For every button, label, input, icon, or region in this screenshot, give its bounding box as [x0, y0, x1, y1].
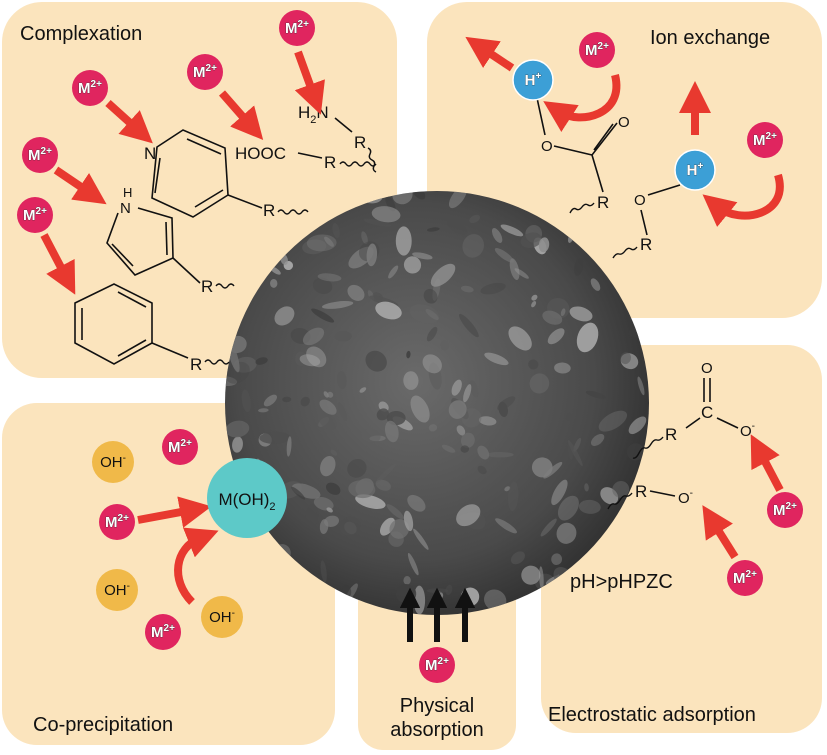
- adsorbent-sem-particle: [225, 191, 649, 615]
- svg-text:M2+: M2+: [773, 501, 797, 519]
- svg-text:O-: O-: [740, 421, 755, 440]
- metal-ion: M2+: [72, 70, 108, 106]
- ion-exchange-title: Ion exchange: [650, 27, 770, 49]
- svg-text:M2+: M2+: [193, 63, 217, 81]
- physical-title-line1: Physical: [400, 695, 474, 717]
- svg-text:M2+: M2+: [151, 623, 175, 641]
- svg-text:O: O: [618, 114, 630, 131]
- arrow-metal-exchange-1: [543, 74, 621, 132]
- svg-text:O: O: [634, 192, 646, 209]
- metal-ion: M2+: [747, 122, 783, 158]
- svg-text:M2+: M2+: [425, 656, 449, 674]
- svg-text:M2+: M2+: [28, 146, 52, 164]
- metal-ion: M2+: [162, 429, 198, 465]
- arrow-to-carboxyl: [218, 90, 264, 141]
- svg-text:H+: H+: [687, 161, 704, 179]
- arrow-to-amine: [294, 50, 325, 115]
- arrow-oh-to-hydroxide: [174, 527, 219, 605]
- metal-ion: M2+: [145, 614, 181, 650]
- svg-text:OH-: OH-: [209, 608, 235, 626]
- arrow-metal-exchange-2: [702, 173, 784, 227]
- arrow-to-benzene: [40, 233, 76, 295]
- arrow-to-oxide: [702, 505, 739, 560]
- svg-text:M2+: M2+: [23, 206, 47, 224]
- electrostatic-molecules: O C R O- R O-: [607, 360, 755, 510]
- metal-ion: M2+: [767, 492, 803, 528]
- svg-text:R: R: [190, 355, 202, 374]
- svg-text:R: R: [354, 133, 366, 152]
- reaction-arrows: [40, 36, 784, 642]
- svg-text:R: R: [201, 277, 213, 296]
- metal-ion: M2+: [99, 504, 135, 540]
- metal-ion: M2+: [579, 32, 615, 68]
- arrow-to-pyridine: [105, 100, 153, 144]
- svg-text:C: C: [701, 403, 713, 422]
- complexation-title: Complexation: [20, 23, 142, 45]
- ph-condition: pH>pHPZC: [570, 571, 673, 593]
- hydroxide-ion: OH-: [96, 569, 138, 611]
- svg-text:M(OH)2: M(OH)2: [218, 490, 275, 513]
- ions: M2+ M2+ M2+ M2+ M2+ M2+ M2+ M2+ M2+ M2+ M2+ M2+ M2+ H…: [17, 10, 803, 683]
- coprecipitation-title: Co-precipitation: [33, 714, 173, 736]
- svg-text:OH-: OH-: [104, 581, 130, 599]
- metal-ion: M2+: [187, 54, 223, 90]
- svg-text:O: O: [541, 138, 553, 155]
- physical-title-line2: absorption: [390, 719, 483, 741]
- arrow-to-pyrrole: [53, 166, 107, 205]
- svg-text:H+: H+: [525, 71, 542, 89]
- proton-ion: H+: [674, 149, 716, 191]
- metal-ion: M2+: [727, 560, 763, 596]
- metal-ion: M2+: [419, 647, 455, 683]
- svg-text:HOOC: HOOC: [235, 144, 286, 163]
- svg-text:M2+: M2+: [105, 513, 129, 531]
- svg-text:R: R: [640, 235, 652, 254]
- electrostatic-title: Electrostatic adsorption: [548, 704, 756, 726]
- svg-text:M2+: M2+: [285, 19, 309, 37]
- hydroxide-ion: OH-: [92, 441, 134, 483]
- metal-hydroxide-precipitate: M(OH)2: [207, 458, 287, 538]
- svg-text:M2+: M2+: [78, 79, 102, 97]
- svg-text:O: O: [701, 360, 713, 377]
- svg-text:M2+: M2+: [753, 131, 777, 149]
- svg-text:N: N: [144, 144, 156, 163]
- svg-text:R: R: [324, 153, 336, 172]
- proton-ion: H+: [512, 59, 554, 101]
- metal-ion: M2+: [17, 197, 53, 233]
- svg-text:M2+: M2+: [733, 569, 757, 587]
- arrow-metal-to-hydroxide: [137, 496, 212, 528]
- arrow-proton-release-1: [465, 36, 515, 72]
- svg-text:R: R: [665, 425, 677, 444]
- svg-text:N: N: [120, 200, 131, 217]
- svg-text:R: R: [263, 201, 275, 220]
- ion-exchange-molecules: O O R O R: [536, 97, 681, 259]
- svg-text:R: R: [635, 482, 647, 501]
- complexation-molecules: N R H N R R HOOC R H2N R: [74, 103, 377, 374]
- svg-text:O-: O-: [678, 488, 693, 507]
- svg-text:OH-: OH-: [100, 453, 126, 471]
- svg-text:M2+: M2+: [168, 438, 192, 456]
- metal-ion: M2+: [279, 10, 315, 46]
- arrow-to-carboxylate: [750, 434, 784, 492]
- svg-text:H: H: [123, 185, 132, 200]
- metal-ion: M2+: [22, 137, 58, 173]
- svg-text:R: R: [597, 193, 609, 212]
- hydroxide-ion: OH-: [201, 596, 243, 638]
- svg-text:M2+: M2+: [585, 41, 609, 59]
